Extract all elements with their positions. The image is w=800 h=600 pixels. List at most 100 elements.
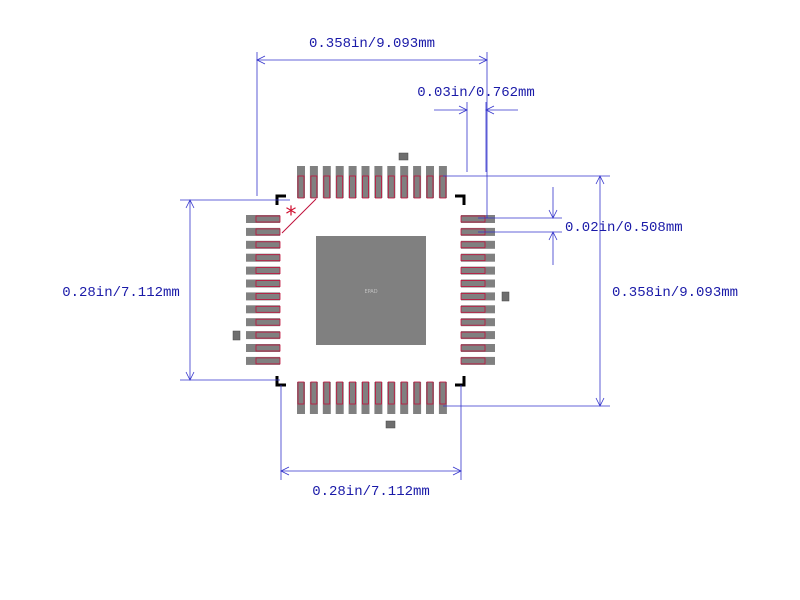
pad-top-outline-2 xyxy=(310,175,318,199)
pad-top-outline-3 xyxy=(323,175,331,199)
pad-left-outline-7 xyxy=(255,292,281,300)
pad-top-outline-1 xyxy=(297,175,305,199)
pad-top-4 xyxy=(335,166,344,198)
pad-right-outline-1 xyxy=(460,215,486,223)
pad-left-outline-9 xyxy=(255,318,281,326)
pad-left-outline-8 xyxy=(255,305,281,313)
dim-body-width-label: 0.28in/7.112mm xyxy=(312,484,430,500)
pad-right-outline-11 xyxy=(460,344,486,352)
pin1-chamfer-line xyxy=(281,198,317,234)
pad-right-12 xyxy=(461,356,495,365)
pad-left-outline-2 xyxy=(255,228,281,236)
pad-right-outline-4 xyxy=(460,254,486,262)
pad-right-8 xyxy=(461,305,495,314)
pad-bottom-outline-7 xyxy=(374,381,382,405)
pad-right-3 xyxy=(461,240,495,249)
pad-top-12 xyxy=(438,166,447,198)
pad-left-1 xyxy=(246,215,280,223)
pad-right-outline-7 xyxy=(460,292,486,300)
pad-left-4 xyxy=(246,253,280,262)
pad-top-outline-6 xyxy=(362,175,369,199)
pad-right-5 xyxy=(461,266,495,275)
center-pad-label: EPAD xyxy=(364,289,377,295)
pad-left-outline-5 xyxy=(255,267,281,275)
pad-top-5 xyxy=(348,166,357,198)
dim-overall-height-label: 0.358in/9.093mm xyxy=(612,285,738,301)
pad-top-1 xyxy=(297,166,305,198)
pad-bottom-10 xyxy=(413,382,422,414)
pad-right-outline-3 xyxy=(460,241,486,249)
dim-overall-width-label: 0.358in/9.093mm xyxy=(309,36,435,52)
pad-right-1 xyxy=(461,215,495,223)
fiducial-left xyxy=(232,330,241,341)
pad-right-11 xyxy=(461,344,495,352)
pad-bottom-outline-2 xyxy=(310,381,318,405)
pad-left-outline-1 xyxy=(255,215,281,223)
pad-bottom-outline-6 xyxy=(362,381,369,405)
pad-top-8 xyxy=(387,166,396,198)
pad-bottom-3 xyxy=(322,382,331,414)
pad-bottom-5 xyxy=(348,382,357,414)
pad-left-3 xyxy=(246,240,280,249)
pad-top-6 xyxy=(361,166,370,198)
pad-bottom-12 xyxy=(438,382,447,414)
pad-bottom-outline-4 xyxy=(336,381,344,405)
pad-top-outline-12 xyxy=(439,175,447,199)
pad-top-10 xyxy=(413,166,422,198)
pad-right-6 xyxy=(461,279,495,288)
pad-right-7 xyxy=(461,292,495,301)
pad-bottom-outline-8 xyxy=(387,381,395,405)
pad-left-10 xyxy=(246,331,280,340)
pad-left-2 xyxy=(246,227,280,236)
pad-left-5 xyxy=(246,266,280,275)
pad-left-8 xyxy=(246,305,280,314)
pad-top-outline-9 xyxy=(400,175,408,199)
pad-top-outline-10 xyxy=(413,175,421,199)
pad-top-outline-7 xyxy=(374,175,382,199)
dimension-arrows xyxy=(185,55,605,476)
pad-right-outline-8 xyxy=(460,305,486,313)
pad-left-outline-11 xyxy=(255,344,281,352)
pad-bottom-7 xyxy=(374,382,383,414)
pad-right-outline-6 xyxy=(460,280,486,287)
fiducial-right xyxy=(501,291,510,302)
pad-left-outline-6 xyxy=(255,280,281,287)
pad-top-outline-5 xyxy=(349,175,357,199)
pad-bottom-6 xyxy=(361,382,370,414)
pads-bottom-row xyxy=(297,381,447,414)
pad-bottom-outline-11 xyxy=(426,381,434,405)
pad-bottom-4 xyxy=(335,382,344,414)
pad-bottom-outline-5 xyxy=(349,381,357,405)
pad-top-outline-4 xyxy=(336,175,344,199)
pad-left-11 xyxy=(246,344,280,352)
pad-bottom-8 xyxy=(387,382,396,414)
pin1-marker: * xyxy=(286,203,297,228)
pad-right-outline-12 xyxy=(460,357,486,365)
pad-right-outline-9 xyxy=(460,318,486,326)
pad-bottom-outline-3 xyxy=(323,381,331,405)
pad-left-7 xyxy=(246,292,280,301)
pad-right-10 xyxy=(461,331,495,340)
pad-right-9 xyxy=(461,318,495,327)
dimension-lines xyxy=(180,52,610,480)
pad-top-outline-11 xyxy=(426,175,434,199)
pad-top-2 xyxy=(309,166,318,198)
pad-right-outline-5 xyxy=(460,267,486,275)
pad-bottom-9 xyxy=(400,382,409,414)
pad-left-9 xyxy=(246,318,280,327)
pad-bottom-outline-1 xyxy=(297,381,305,405)
pad-top-9 xyxy=(400,166,409,198)
pad-bottom-outline-12 xyxy=(439,381,447,405)
pad-left-outline-12 xyxy=(255,357,281,365)
pad-bottom-1 xyxy=(297,382,305,414)
pad-left-outline-3 xyxy=(255,241,281,249)
fiducial-top xyxy=(398,152,409,161)
center-thermal-pad xyxy=(316,236,426,345)
pad-left-6 xyxy=(246,279,280,288)
dim-pitch-label: 0.02in/0.508mm xyxy=(565,220,683,236)
pad-top-3 xyxy=(322,166,331,198)
pads-top-row xyxy=(297,166,447,199)
pad-top-11 xyxy=(426,166,434,198)
dim-pad-width-label: 0.03in/0.762mm xyxy=(417,85,535,101)
